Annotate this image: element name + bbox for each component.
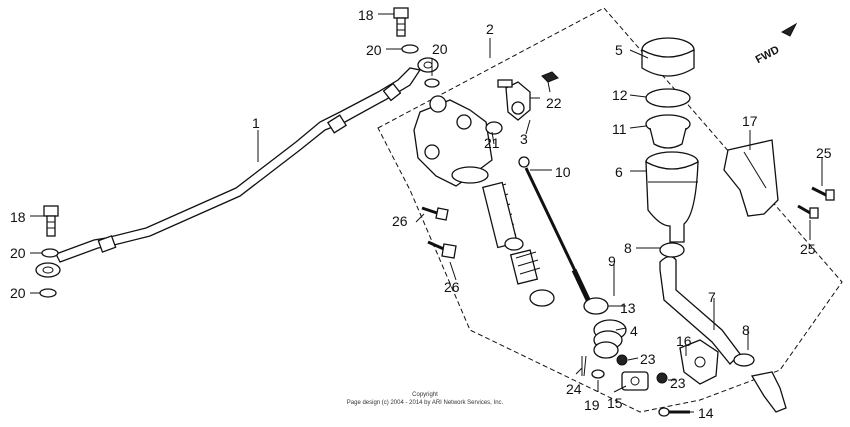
forward-arrow: FWD	[754, 22, 798, 66]
hose-joint	[497, 79, 531, 121]
callout: 8	[742, 322, 750, 338]
hose-elbow	[750, 371, 787, 413]
cotter-pin-24	[581, 355, 587, 377]
callout: 19	[584, 397, 600, 413]
nut-23	[656, 372, 668, 384]
callout: 2	[486, 21, 494, 37]
sealing-washer	[424, 78, 440, 88]
callout: 23	[670, 375, 686, 391]
sealing-washer	[41, 248, 59, 258]
master-cylinder-body	[413, 95, 493, 187]
reservoir-hose	[659, 242, 755, 367]
callout: 23	[640, 351, 656, 367]
callout: 20	[432, 41, 448, 57]
washer-19	[591, 369, 605, 379]
set-plate	[645, 88, 691, 108]
callout: 11	[612, 121, 627, 137]
callout: 17	[742, 113, 758, 129]
hose-bolt-upper	[393, 7, 409, 37]
callout: 20	[10, 245, 26, 261]
callout: 9	[608, 253, 616, 269]
callout: 3	[520, 131, 528, 147]
callout: 8	[624, 240, 632, 256]
reservoir	[645, 151, 699, 243]
callout: 4	[630, 323, 638, 339]
hose-clamp	[679, 339, 719, 385]
diaphragm	[645, 114, 691, 149]
piston-spring	[482, 181, 555, 307]
callout: 18	[358, 7, 374, 23]
callout: 5	[615, 42, 623, 58]
reservoir-bracket	[723, 139, 779, 217]
callout: 14	[698, 405, 714, 421]
callout: 18	[10, 209, 26, 225]
callout: 22	[546, 95, 562, 111]
hose-bolt-lower	[43, 205, 59, 237]
bolt-26	[427, 240, 457, 259]
reservoir-cap	[641, 37, 695, 77]
callout: 6	[615, 164, 623, 180]
callout: 1	[252, 115, 260, 131]
leader-lines	[30, 13, 823, 413]
callout: 13	[620, 300, 636, 316]
callout: 24	[566, 381, 582, 397]
fwd-label: FWD	[754, 44, 782, 66]
callout: 16	[676, 333, 692, 349]
rubber-boot	[593, 319, 627, 359]
push-rod	[518, 156, 593, 306]
callout: 20	[10, 285, 26, 301]
callout: 25	[816, 145, 832, 161]
callout: 7	[708, 289, 716, 305]
clevis-joint	[621, 371, 649, 391]
callout: 20	[366, 42, 382, 58]
callout: 26	[392, 213, 408, 229]
callout: 10	[555, 164, 571, 180]
callout: 21	[484, 135, 500, 151]
bolt-26	[421, 206, 449, 221]
callout: 26	[444, 279, 460, 295]
nut-23	[616, 354, 628, 366]
sealing-washer	[401, 44, 419, 54]
copyright-line-2: Page design (c) 2004 - 2014 by ARI Netwo…	[347, 400, 504, 406]
sealing-washer	[39, 288, 57, 298]
bolt-25	[797, 204, 819, 219]
bolt-25	[811, 186, 835, 201]
screw-22	[541, 71, 559, 93]
callout: 25	[800, 241, 816, 257]
callout: 15	[607, 395, 623, 411]
brake-hose	[35, 57, 439, 278]
callout: 12	[612, 87, 628, 103]
copyright-line-1: Copyright	[412, 392, 438, 398]
o-ring-21	[485, 121, 503, 135]
circlip	[583, 297, 609, 315]
